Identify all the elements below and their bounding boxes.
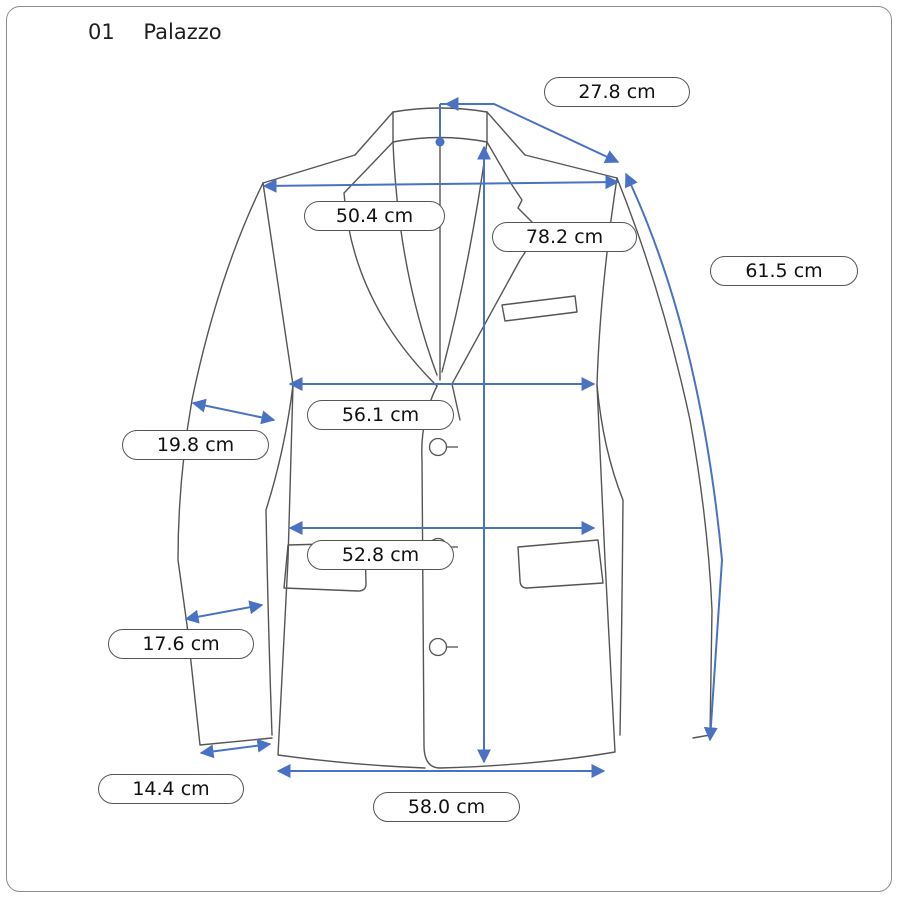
label-chest-width: 56.1 cm [307,400,454,430]
jacket-body-left [277,384,426,769]
garment-title: 01 Palazzo [88,20,222,44]
label-upper-arm: 19.8 cm [122,430,269,460]
label-shoulder-width: 50.4 cm [304,201,445,231]
chest-pocket [501,295,578,322]
label-cuff: 14.4 cm [98,774,244,804]
measure-line-forearm [184,600,264,624]
label-hem-width: 58.0 cm [373,792,520,822]
label-forearm: 17.6 cm [108,629,254,659]
measure-line-sleeve-length [625,172,724,742]
right-sleeve [616,177,713,739]
label-shoulder-to-collar: 27.8 cm [544,77,690,107]
measure-line-shoulder-width [262,175,620,193]
left-shoulder [262,154,356,184]
diagram-frame [6,6,892,892]
collar-point-dot [435,137,445,147]
right-shoulder [524,154,618,179]
jacket-body-right [439,384,616,769]
measure-line-cuff [199,738,272,759]
button-bottom [428,637,448,657]
button-top [428,437,448,457]
item-number: 01 [88,20,115,44]
measure-line-upper-arm [191,398,276,425]
left-pocket-flap [283,542,367,592]
item-name: Palazzo [143,20,222,44]
label-sleeve-length: 61.5 cm [710,256,858,286]
left-lapel [343,141,438,387]
label-waist-width: 52.8 cm [307,540,454,570]
label-body-length: 78.2 cm [492,222,637,252]
right-lapel [451,141,538,385]
left-sleeve [177,182,273,746]
measure-line-shoulder-to-collar [440,103,620,164]
right-pocket-flap [517,539,604,589]
